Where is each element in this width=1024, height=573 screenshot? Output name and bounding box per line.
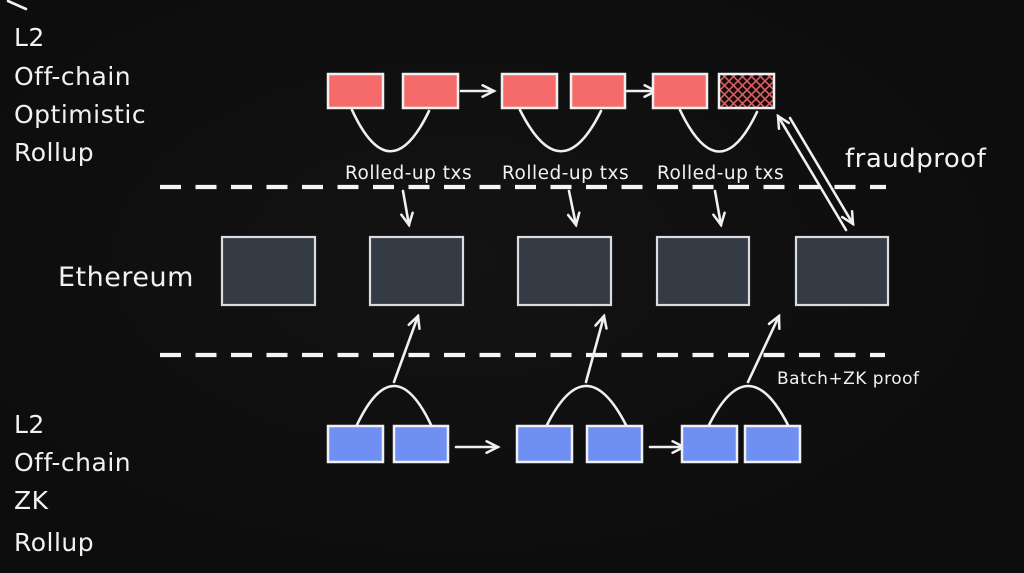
fraudproof-arrows	[778, 116, 853, 232]
zk-rollup-chain	[326, 424, 802, 464]
optimistic-rollup-title: L2 Off-chain Optimistic Rollup	[14, 23, 146, 167]
optimistic-block-3	[500, 72, 559, 110]
optimistic-block-6-fraud-crosshatched	[717, 72, 776, 110]
zk-up-arrow-2	[584, 316, 604, 384]
zk-batch-arcs	[354, 384, 791, 429]
ethereum-block-1	[220, 235, 317, 307]
zk-block-3	[515, 424, 574, 464]
zk-block-2	[392, 424, 450, 464]
optimistic-rollup-chain	[326, 72, 776, 110]
rolled-up-brace-1	[350, 108, 431, 153]
ethereum-block-3	[516, 235, 613, 307]
rollup-down-arrow-2	[569, 189, 576, 225]
zk-block-1	[326, 424, 385, 464]
optimistic-title-line2: Off-chain	[14, 62, 131, 91]
rollup-to-ethereum-arrows	[403, 189, 721, 225]
fraudproof-arrow-down	[788, 116, 853, 224]
zk-batch-arc-2	[544, 384, 629, 429]
rolled-up-brace-2	[518, 108, 603, 153]
rolled-up-txs-label-3: Rolled-up txs	[657, 163, 784, 184]
zk-title-line1: L2	[14, 410, 45, 439]
rolled-up-txs-label-2: Rolled-up txs	[502, 163, 629, 184]
optimistic-title-line4: Rollup	[14, 138, 94, 167]
zk-batch-arc-3	[706, 384, 791, 429]
zk-rollup-title: L2 Off-chain ZK Rollup	[14, 410, 131, 557]
rollup-down-arrow-1	[403, 189, 409, 225]
optimistic-block-1	[326, 72, 385, 110]
ethereum-block-4	[655, 235, 751, 307]
optimistic-title-line3: Optimistic	[14, 100, 146, 129]
ethereum-block-5	[794, 235, 890, 307]
optimistic-title-line1: L2	[14, 23, 45, 52]
ethereum-label: Ethereum	[58, 262, 194, 293]
zk-to-ethereum-arrows	[392, 316, 779, 384]
zk-up-arrow-1	[392, 316, 418, 384]
zk-title-line3: ZK	[14, 486, 49, 515]
zk-title-line2: Off-chain	[14, 448, 131, 477]
zk-block-5	[680, 424, 739, 464]
batch-zk-proof-label: Batch+ZK proof	[777, 369, 920, 389]
optimistic-block-4	[569, 72, 627, 110]
corner-stroke	[6, 0, 28, 11]
ethereum-block-2	[368, 235, 465, 307]
ethereum-chain	[220, 235, 890, 307]
zk-block-6	[743, 424, 802, 464]
zk-batch-arc-1	[354, 384, 434, 429]
rolled-up-txs-labels: Rolled-up txs Rolled-up txs Rolled-up tx…	[345, 163, 784, 184]
rolled-up-brace-3	[678, 108, 759, 153]
rolled-up-txs-label-1: Rolled-up txs	[345, 163, 472, 184]
optimistic-block-5	[651, 72, 709, 110]
optimistic-block-2	[401, 72, 460, 110]
rollup-down-arrow-3	[715, 189, 721, 225]
zk-title-line4: Rollup	[14, 528, 94, 557]
zk-up-arrow-3	[746, 316, 779, 384]
zk-block-4	[585, 424, 644, 464]
rolled-up-braces	[350, 108, 759, 153]
fraudproof-arrow-up	[778, 116, 848, 232]
fraudproof-label: fraudproof	[845, 144, 987, 174]
